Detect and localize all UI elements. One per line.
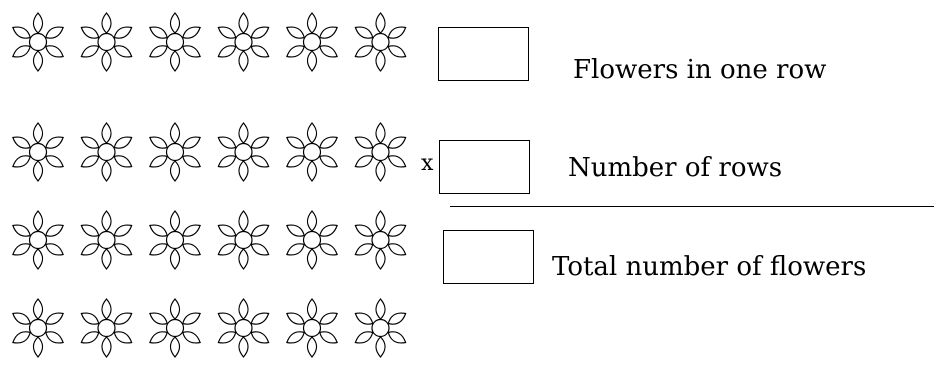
flower-icon [352,210,409,270]
flower-icon [352,298,409,358]
flower-icon [10,12,66,72]
flower-icon [147,210,203,270]
flower-icon [284,298,340,358]
label-number-of-rows: Number of rows [568,153,783,183]
sum-line [450,206,934,207]
answer-box-flowers-per-row[interactable] [438,27,529,81]
flower-icon [215,122,272,182]
flower-grid [10,12,409,358]
flower-icon [78,210,135,270]
flower-icon [215,298,272,358]
flower-icon [78,298,135,358]
label-flowers-per-row: Flowers in one row [573,55,827,85]
flower-icon [215,210,272,270]
flower-icon [352,122,409,182]
answer-box-total-flowers[interactable] [443,230,534,284]
flower-icon [284,122,340,182]
answer-box-number-of-rows[interactable] [439,140,530,194]
label-total-flowers: Total number of flowers [552,252,867,282]
flower-icon [10,122,66,182]
flower-icon [10,210,66,270]
flower-icon [78,12,135,72]
flower-icon [215,12,272,72]
multiply-sign: x [421,151,434,176]
flower-icon [10,298,66,358]
flower-icon [78,122,135,182]
flower-icon [352,12,409,72]
flower-icon [284,210,340,270]
flower-icon [147,298,203,358]
flower-icon [147,12,203,72]
flower-icon [147,122,203,182]
flower-icon [284,12,340,72]
